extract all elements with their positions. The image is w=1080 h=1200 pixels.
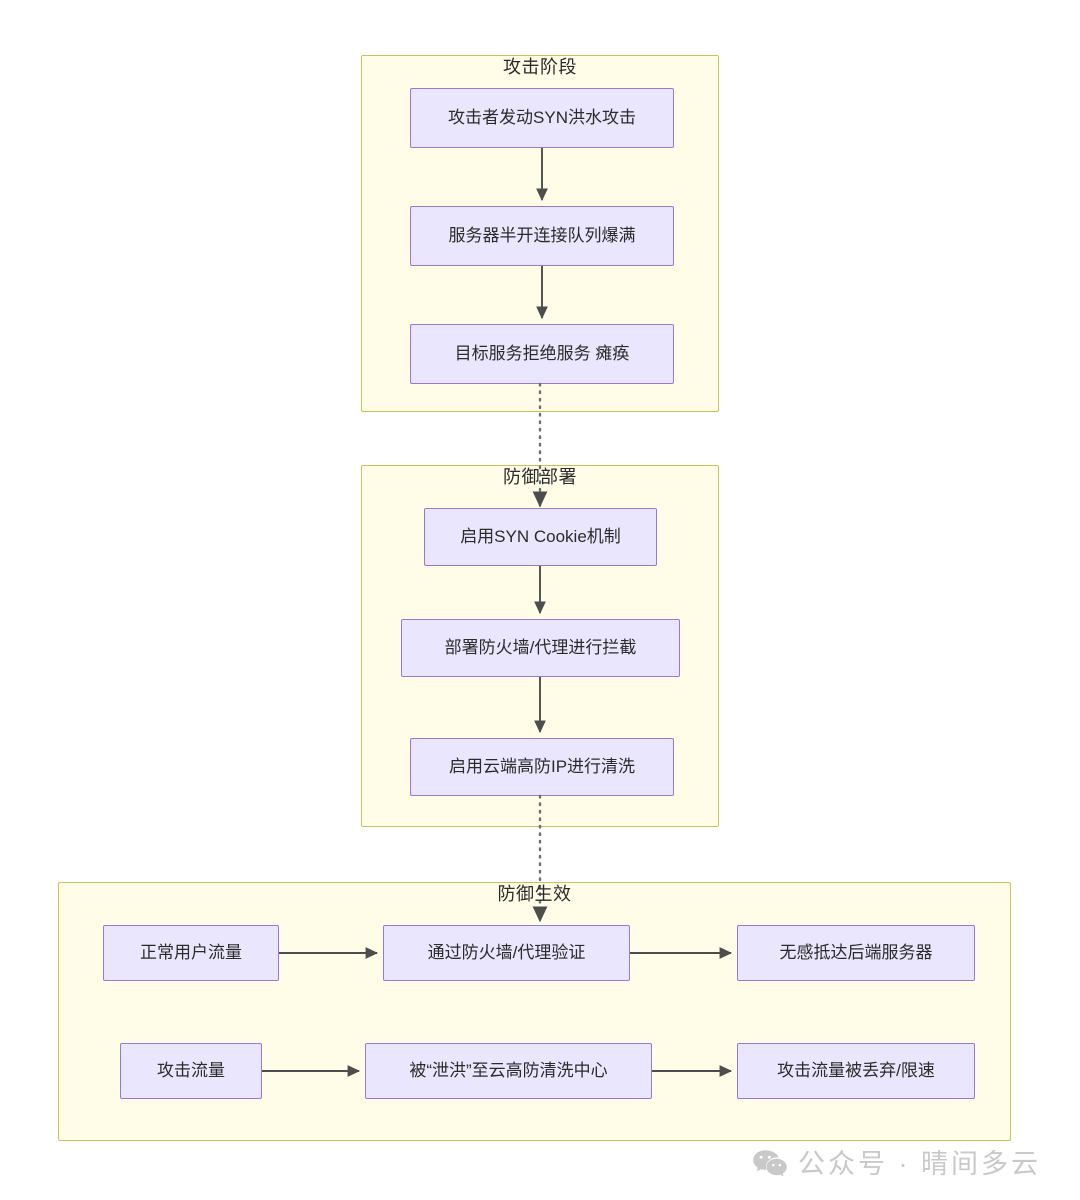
node-deploy-firewall-proxy[interactable]: 部署防火墙/代理进行拦截 xyxy=(401,619,680,677)
node-attack-traffic[interactable]: 攻击流量 xyxy=(120,1043,262,1099)
node-enable-cloud-highdefense-ip[interactable]: 启用云端高防IP进行清洗 xyxy=(410,738,674,796)
wechat-logo-icon xyxy=(752,1149,788,1179)
node-pass-firewall-proxy-verification[interactable]: 通过防火墙/代理验证 xyxy=(383,925,630,981)
watermark: 公众号 · 晴间多云 xyxy=(752,1142,1041,1186)
node-diverted-to-scrubbing-center[interactable]: 被“泄洪”至云高防清洗中心 xyxy=(365,1043,652,1099)
node-attack-traffic-dropped-ratelimited[interactable]: 攻击流量被丢弃/限速 xyxy=(737,1043,975,1099)
node-enable-syn-cookie[interactable]: 启用SYN Cookie机制 xyxy=(424,508,657,566)
node-target-service-denied[interactable]: 目标服务拒绝服务 瘫痪 xyxy=(410,324,674,384)
node-normal-user-traffic[interactable]: 正常用户流量 xyxy=(103,925,279,981)
node-reach-backend-server[interactable]: 无感抵达后端服务器 xyxy=(737,925,975,981)
node-attacker-launches-syn-flood[interactable]: 攻击者发动SYN洪水攻击 xyxy=(410,88,674,148)
cluster-defense-effective xyxy=(58,882,1011,1141)
watermark-text: 公众号 · 晴间多云 xyxy=(798,1149,1041,1179)
node-server-halfopen-queue-full[interactable]: 服务器半开连接队列爆满 xyxy=(410,206,674,266)
